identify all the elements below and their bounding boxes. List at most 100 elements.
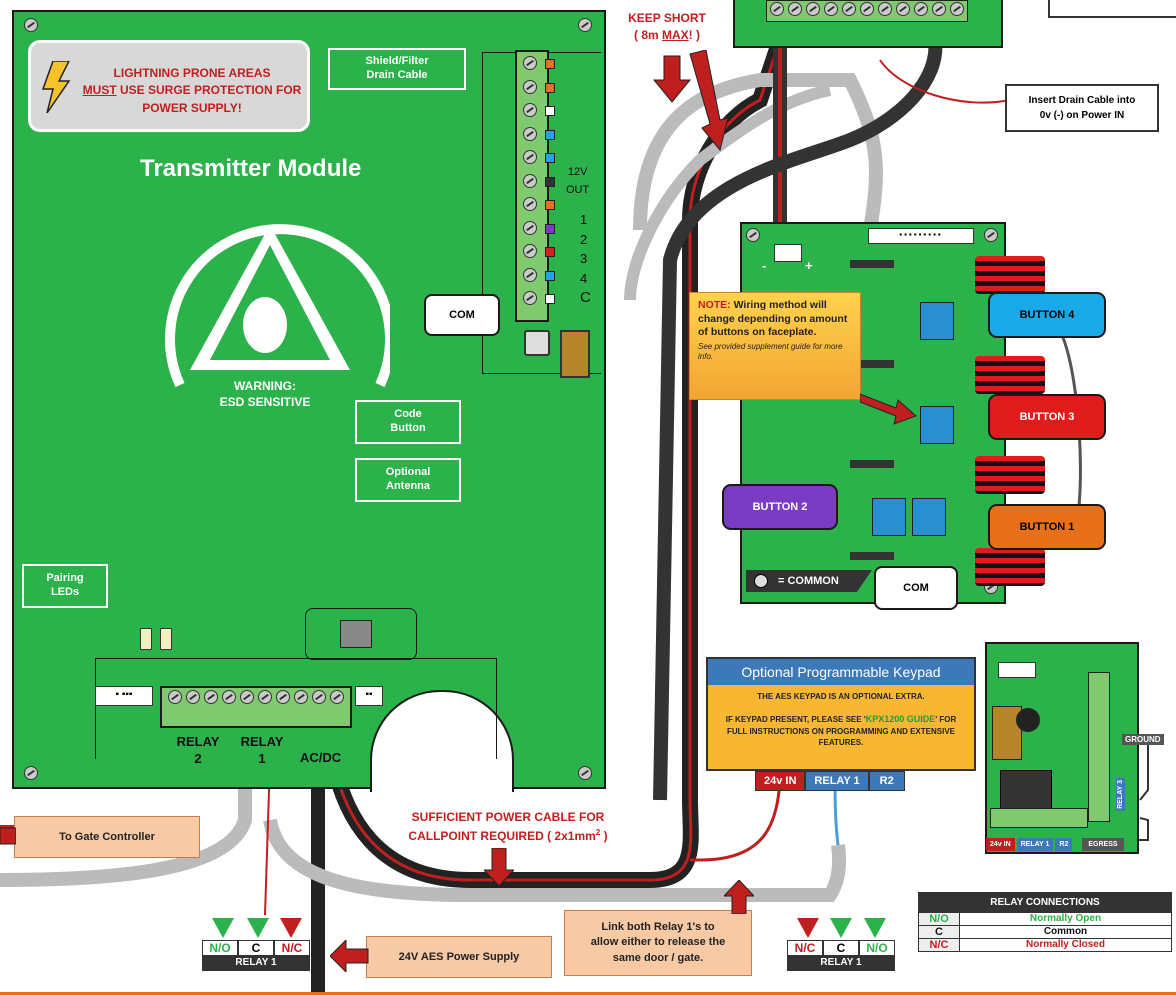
down-arrow-icon [484, 848, 514, 887]
pin-header [850, 260, 894, 268]
corner-screw-icon [24, 18, 38, 32]
button-2-text: BUTTON 2 [752, 501, 808, 513]
antenna-callout: Optional Antenna [355, 458, 461, 502]
keypad-guide-link[interactable]: KPX1200 GUIDE [865, 713, 936, 724]
top-terminal-screw-icon [842, 2, 856, 16]
keypad-panel: Optional Programmable Keypad THE AES KEY… [706, 657, 976, 771]
antenna-callout-line2: Antenna [386, 480, 430, 492]
insert-drain-line1: Insert Drain Cable into [1028, 95, 1136, 106]
to-gate-text: To Gate Controller [59, 831, 155, 843]
insert-drain-line2: 0v (-) on Power IN [1039, 110, 1125, 121]
keypad-board-tab-egress: EGRESS [1082, 838, 1124, 851]
power-note-line2-post: ) [600, 828, 608, 843]
relay-screw-icon [312, 690, 326, 704]
partial-box-topright [1048, 0, 1176, 18]
relay-screw-icon [168, 690, 182, 704]
top-terminal-screw-icon [824, 2, 838, 16]
relay-no-triangle-icon [864, 918, 886, 938]
keep-short-max: MAX [662, 27, 689, 42]
relay1-right-box: N/C C N/O RELAY 1 [787, 940, 895, 971]
terminal-pin [545, 59, 555, 69]
terminal-screw-icon [523, 150, 537, 164]
keypad-relay-block [1000, 770, 1052, 810]
keep-short-arrows-icon [652, 50, 729, 152]
terminal-screw-icon [523, 244, 537, 258]
relay2-num: 2 [194, 750, 202, 766]
relay-left-title: RELAY 1 [203, 955, 309, 970]
terminal-pin [545, 294, 555, 304]
terminal-pin [545, 270, 555, 281]
terminal-screw-icon [523, 267, 537, 282]
out-12v-label: 12V [567, 166, 588, 178]
lightning-warning-rest: USE SURGE PROTECTION FOR POWER SUPPLY! [116, 83, 302, 115]
esd-warning-icon [165, 224, 390, 388]
insert-drain-callout: Insert Drain Cable into 0v (-) on Power … [1005, 84, 1159, 132]
corner-screw-icon [578, 18, 592, 32]
keypad-buzzer [1016, 708, 1040, 732]
note-body: Wiring method will change depending on a… [698, 299, 848, 339]
out-label: OUT [566, 183, 590, 196]
terminal-block-button4 [920, 302, 954, 340]
keypad-tab-r2: R2 [868, 771, 905, 791]
top-terminal-screw-icon [950, 2, 964, 16]
com-label-buttonboard: COM [874, 566, 958, 610]
inner-board-outline [95, 658, 497, 759]
pin-header [850, 460, 894, 468]
top-terminal-screw-icon [932, 2, 946, 16]
relay-screw-icon [186, 690, 200, 704]
transmitter-title: Transmitter Module [140, 155, 362, 182]
keep-short-line2-pre: ( 8m [633, 27, 662, 42]
note-head: NOTE: [698, 299, 731, 311]
terminal-pin [545, 106, 555, 116]
terminal-pin [545, 176, 555, 187]
terminal-block-button3 [920, 406, 954, 444]
button-2-label: BUTTON 2 [722, 484, 838, 530]
relay-table-code-c: C [919, 926, 960, 938]
relay-right-c: C [836, 941, 846, 955]
relay-c-triangle-icon [830, 918, 852, 938]
relay-screw-icon [294, 690, 308, 704]
terminal-screw-icon [523, 197, 537, 211]
relay-table-desc-c: Common [1043, 926, 1088, 937]
relay-right-no: N/O [866, 941, 888, 955]
power-cable-note: SUFFICIENT POWER CABLE FOR CALLPOINT REQ… [393, 808, 623, 845]
relay-screw-icon [204, 690, 218, 704]
relay-right-title: RELAY 1 [788, 955, 894, 970]
top-terminal-screw-icon [788, 2, 802, 16]
relay-table-desc-no: Normally Open [1029, 913, 1102, 924]
relay-table-desc-nc: Normally Closed [1026, 939, 1105, 950]
pairing-leds-callout: Pairing LEDs [22, 564, 108, 608]
com-label-text: COM [449, 309, 475, 321]
ribbon-connector [975, 256, 1045, 294]
ribbon-connector [975, 456, 1045, 494]
relay-left-no: N/O [209, 941, 231, 955]
relay1-num: 1 [258, 750, 266, 766]
relay-c-triangle-icon [247, 918, 269, 938]
keypad-tab-24v: 24v IN [755, 771, 806, 791]
code-callout-line1: Code [394, 408, 422, 421]
power-supply-label: 24V AES Power Supply [366, 936, 552, 978]
relay-table-code-no: N/O [919, 913, 960, 925]
lightning-bolt-icon [41, 61, 71, 113]
connector-header: ▪ ▪▪▪ [95, 686, 153, 706]
keep-short-line1: KEEP SHORT [628, 11, 706, 25]
to-gate-controller-label: To Gate Controller [14, 816, 200, 858]
pairing-callout-line1: Pairing [46, 572, 84, 585]
lightning-must: MUST [82, 83, 117, 98]
relay1-left-box: N/O C N/C RELAY 1 [202, 940, 310, 971]
common-legend-text: = COMMON [778, 575, 839, 587]
terminal-screw-icon [523, 173, 537, 188]
button-1-text: BUTTON 1 [1019, 521, 1075, 533]
acdc-label: AC/DC [300, 750, 342, 765]
corner-screw-icon [24, 766, 38, 780]
code-button[interactable] [524, 330, 550, 356]
power-note-line2-pre: CALLPOINT REQUIRED ( 2x1mm [408, 828, 596, 843]
relay2-label: RELAY [176, 734, 220, 749]
lightning-warning-line1: LIGHTNING PRONE AREAS [113, 66, 271, 80]
terminal-pin [545, 129, 555, 140]
terminal-screw-icon [523, 126, 537, 141]
terminal-screw-icon [523, 291, 537, 305]
link-note-line1: Link both Relay 1's to [601, 920, 715, 933]
terminal-pin [545, 82, 555, 93]
common-legend: = COMMON [746, 570, 872, 592]
